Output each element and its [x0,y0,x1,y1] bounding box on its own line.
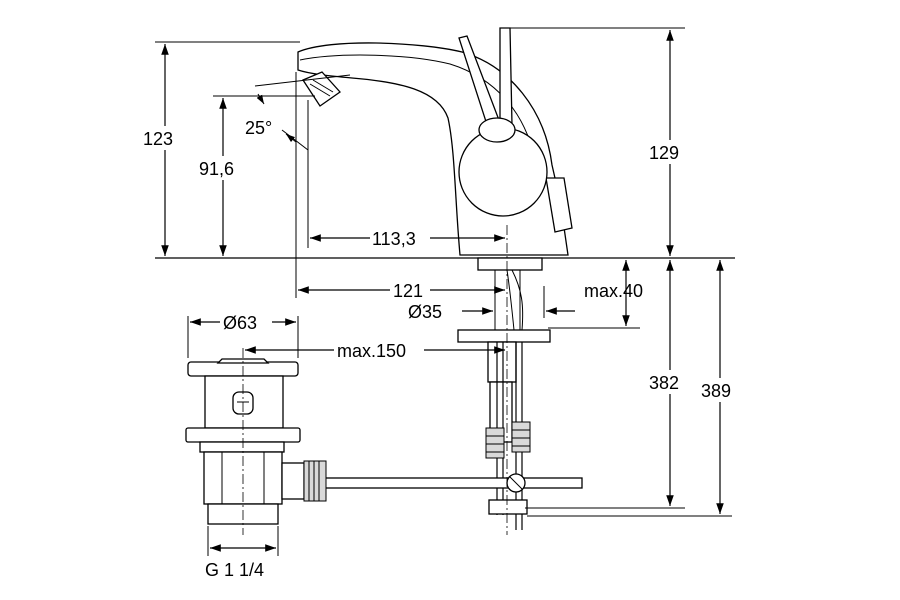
label-hole-diameter: Ø35 [408,302,442,322]
label-waste-distance: max.150 [337,341,406,361]
label-height-total: 129 [649,143,679,163]
mounting-assembly [319,257,583,530]
mixer-body [297,27,573,256]
label-depth-total: 389 [701,381,731,401]
label-spout-reach: 113,3 [372,229,416,249]
label-spout-angle: 25° [245,118,272,138]
dimension-labels: 123 91,6 25° 113,3 129 121 Ø35 max.40 Ø6… [140,118,744,580]
label-height-spout: 123 [143,129,173,149]
label-depth-below-deck: 382 [649,373,679,393]
waste-assembly [185,358,327,525]
label-reach-total: 121 [393,281,423,301]
label-thread: G 1 1/4 [205,560,264,580]
label-waste-diameter: Ø63 [223,313,257,333]
label-height-aerator: 91,6 [199,159,234,179]
label-deck-thickness: max.40 [584,281,643,301]
